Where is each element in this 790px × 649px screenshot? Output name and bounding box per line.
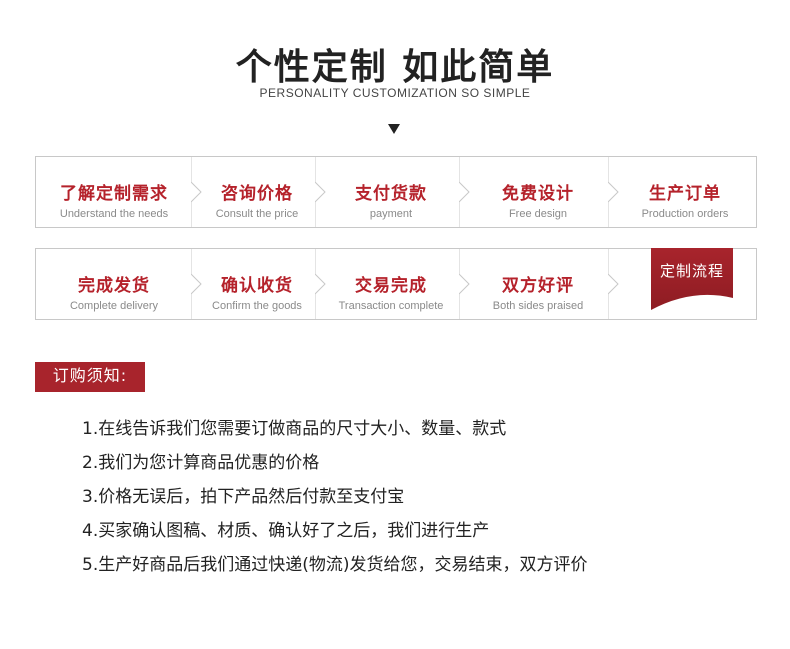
list-item: 4.买家确认图稿、材质、确认好了之后，我们进行生产 <box>82 521 490 541</box>
step-production-orders: 生产订单 Production orders <box>614 157 756 227</box>
step-title: 交易完成 <box>355 276 427 296</box>
step-subtitle: Understand the needs <box>59 208 169 220</box>
step-subtitle: Production orders <box>641 208 729 220</box>
step-understand-needs: 了解定制需求 Understand the needs <box>36 157 192 227</box>
step-title: 生产订单 <box>649 184 721 204</box>
list-item: 3.价格无误后，拍下产品然后付款至支付宝 <box>82 487 405 507</box>
step-title: 双方好评 <box>502 276 574 296</box>
page-title: 个性定制 如此简单 <box>235 46 555 88</box>
step-complete-delivery: 完成发货 Complete delivery <box>36 249 192 319</box>
chevron-right-icon <box>459 157 481 227</box>
chevron-right-icon <box>191 249 213 319</box>
list-item: 2.我们为您计算商品优惠的价格 <box>82 453 320 473</box>
ribbon-badge <box>651 248 733 310</box>
chevron-right-icon <box>315 157 337 227</box>
list-item: 1.在线告诉我们您需要订做商品的尺寸大小、数量、款式 <box>82 419 507 439</box>
chevron-right-icon <box>608 157 630 227</box>
process-row-1: 了解定制需求 Understand the needs 咨询价格 Consult… <box>35 156 757 228</box>
step-title: 了解定制需求 <box>60 184 168 204</box>
notice-list: 1.在线告诉我们您需要订做商品的尺寸大小、数量、款式 2.我们为您计算商品优惠的… <box>82 412 587 582</box>
step-subtitle: Transaction complete <box>338 300 444 312</box>
notice-title: 订购须知: <box>35 362 145 390</box>
list-item: 5.生产好商品后我们通过快递(物流)发货给您，交易结束，双方评价 <box>82 555 588 575</box>
step-title: 支付货款 <box>355 184 427 204</box>
step-confirm-goods: 确认收货 Confirm the goods <box>196 249 318 319</box>
chevron-right-icon <box>315 249 337 319</box>
step-subtitle: payment <box>369 208 413 220</box>
chevron-right-icon <box>608 249 630 319</box>
step-transaction-complete: 交易完成 Transaction complete <box>322 249 460 319</box>
step-subtitle: Consult the price <box>215 208 299 220</box>
step-subtitle: Complete delivery <box>69 300 159 312</box>
step-subtitle: Confirm the goods <box>212 300 302 312</box>
process-row-2: 完成发货 Complete delivery 确认收货 Confirm the … <box>35 248 757 320</box>
step-subtitle: Both sides praised <box>492 300 584 312</box>
step-consult-price: 咨询价格 Consult the price <box>196 157 318 227</box>
step-title: 咨询价格 <box>221 184 293 204</box>
step-free-design: 免费设计 Free design <box>466 157 610 227</box>
page-subtitle: PERSONALITY CUSTOMIZATION SO SIMPLE <box>259 86 531 100</box>
step-title: 免费设计 <box>502 184 574 204</box>
step-both-sides-praised: 双方好评 Both sides praised <box>466 249 610 319</box>
ribbon-label: 定制流程 <box>659 262 724 280</box>
down-arrow-icon <box>388 124 400 134</box>
step-title: 确认收货 <box>221 276 293 296</box>
chevron-right-icon <box>459 249 481 319</box>
step-payment: 支付货款 payment <box>322 157 460 227</box>
step-title: 完成发货 <box>78 276 150 296</box>
step-subtitle: Free design <box>508 208 568 220</box>
chevron-right-icon <box>191 157 213 227</box>
notice-underline <box>35 390 145 392</box>
